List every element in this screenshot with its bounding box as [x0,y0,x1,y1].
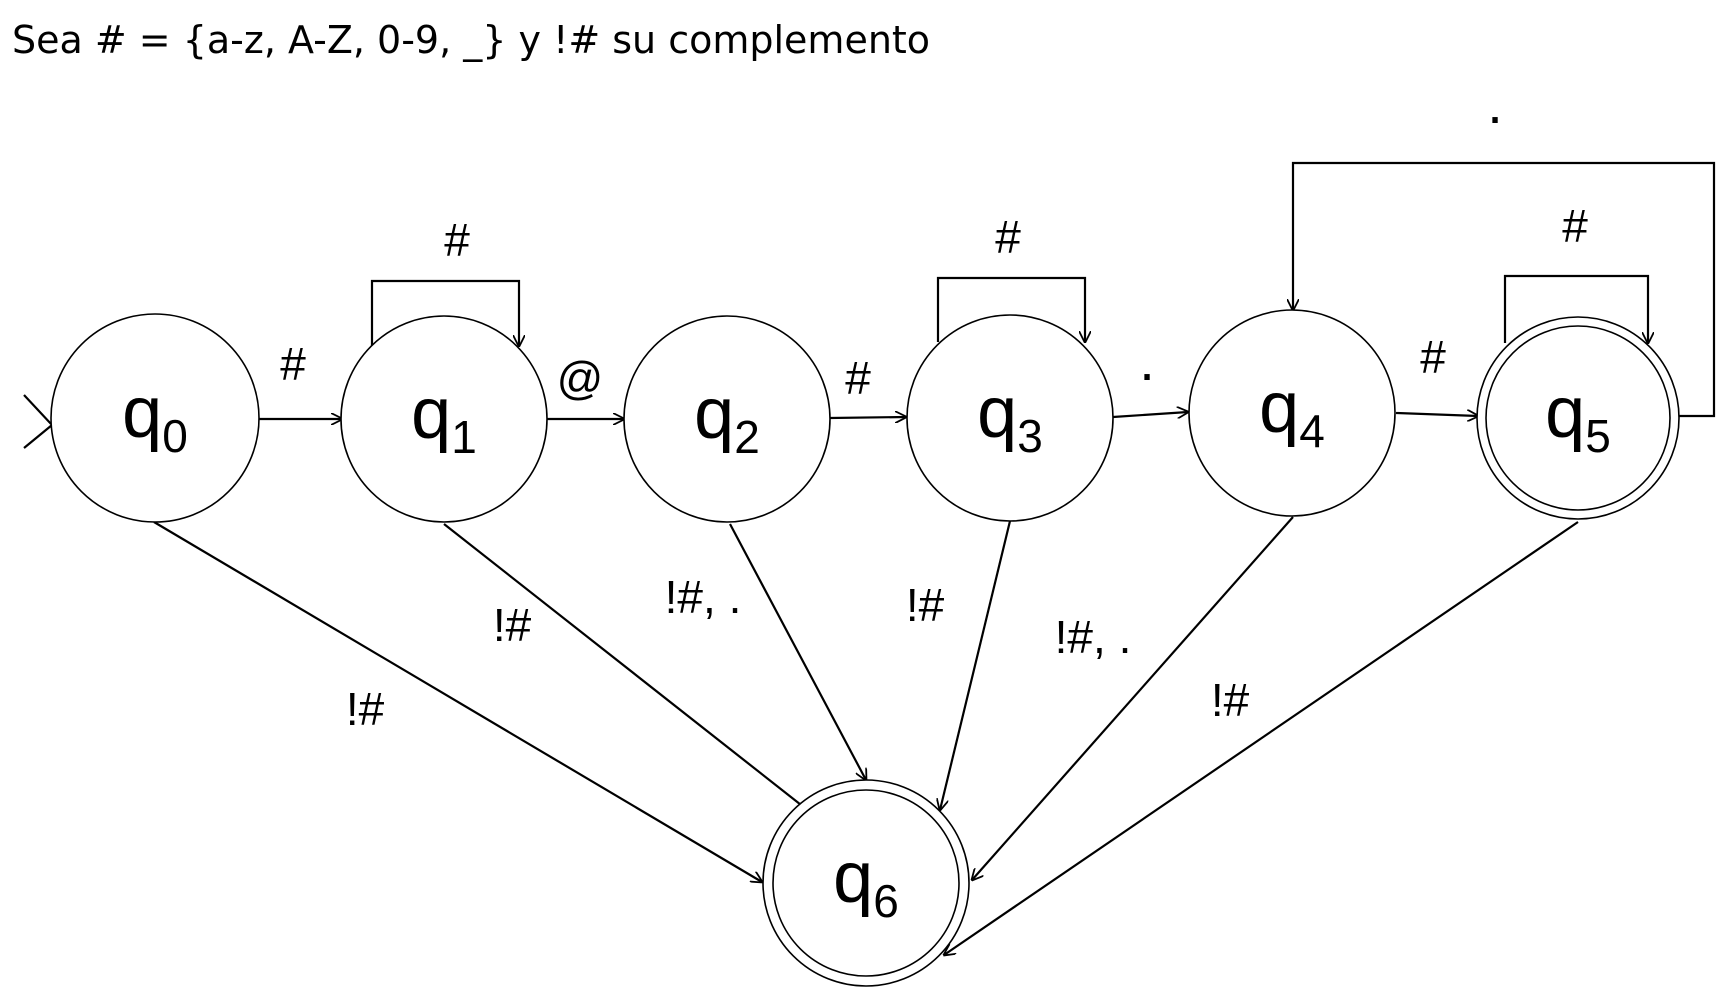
label-q3-q4: . [1139,329,1155,392]
alphabet-definition: Sea # = {a-z, A-Z, 0-9, _} y !# su compl… [12,18,931,62]
label-q1-q2: @ [557,352,604,404]
label-q1-q1: # [444,214,470,266]
edge-q5-q6 [944,521,1579,955]
label-q1-q6: !# [493,599,532,651]
self-loop-q5 [1503,274,1648,343]
edge-q3-q6 [940,520,1012,810]
label-q0-q6: !# [346,683,385,735]
edge-q3-q4 [1112,412,1188,417]
label-q2-q6: !#, . [665,571,742,623]
svg-text:q5: q5 [1545,373,1611,462]
label-q4-q6: !#, . [1055,611,1132,663]
edge-q2-q6 [729,523,866,780]
svg-text:q0: q0 [122,373,188,462]
svg-text:q4: q4 [1259,368,1325,457]
state-q2: q2 [623,315,831,523]
state-q6: q6 [762,779,970,987]
edge-q5-q4 [1293,161,1716,418]
state-q3: q3 [906,314,1114,522]
svg-text:q3: q3 [977,373,1043,462]
label-q2-q3: # [845,352,871,404]
label-q0-q1: # [280,338,306,390]
label-q4-q5: # [1420,331,1446,383]
state-q0: q0 [50,313,260,523]
svg-text:q6: q6 [833,838,899,927]
edge-q4-q6 [972,516,1294,880]
self-loop-q1 [370,279,519,346]
initial-state-marker [23,394,54,449]
edge-q1-q6 [443,523,810,812]
label-q5-q5: # [1562,200,1588,252]
edge-q0-q6 [153,521,762,882]
label-q5-q6: !# [1211,674,1250,726]
edge-q4-q5 [1395,413,1478,416]
edge-q2-q3 [829,417,906,418]
label-q5-q4: . [1487,72,1503,135]
self-loop-q3 [936,276,1085,342]
state-q1: q1 [340,315,548,523]
label-q3-q6: !# [906,579,945,631]
svg-text:q1: q1 [411,374,477,463]
label-q3-q3: # [995,211,1021,263]
svg-text:q2: q2 [694,374,760,463]
state-q4: q4 [1188,309,1396,517]
state-q5: q5 [1476,316,1680,520]
